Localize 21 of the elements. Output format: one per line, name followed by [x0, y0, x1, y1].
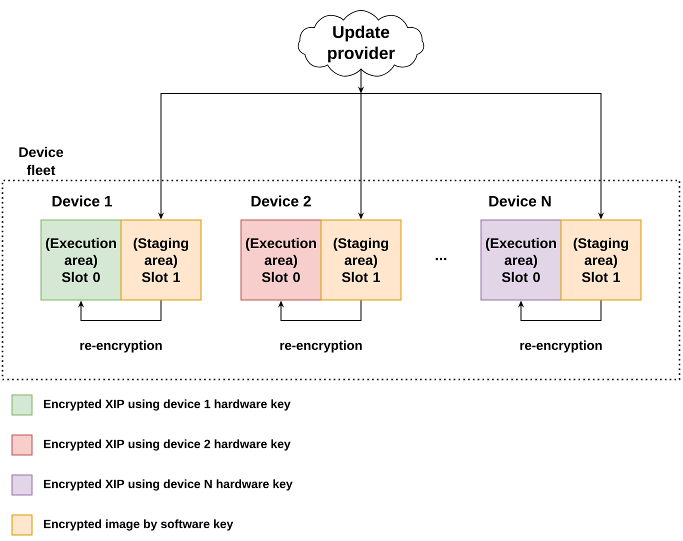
legend-text: Encrypted XIP using device 2 hardware key	[44, 439, 291, 451]
slot-box: (Execution area) Slot 0	[40, 220, 122, 300]
edge-label: re-encryption	[520, 340, 602, 353]
legend-text: Encrypted image by software key	[44, 519, 234, 531]
slot-box: (Staging area) Slot 1	[560, 220, 642, 300]
device-label: Device 1	[52, 196, 112, 206]
slot-box: (Staging area) Slot 1	[120, 220, 202, 300]
ellipsis: ...	[436, 258, 446, 260]
arrow	[278, 300, 362, 321]
slot-box: (Execution area) Slot 0	[240, 220, 322, 300]
arrow	[78, 300, 162, 321]
legend-text: Encrypted XIP using device N hardware key	[44, 479, 293, 491]
slot-box: (Staging area) Slot 1	[320, 220, 402, 300]
edge-label: re-encryption	[80, 340, 162, 353]
edge-label: re-encryption	[280, 340, 362, 353]
frame-heading: Device fleet	[19, 146, 64, 176]
legend-text: Encrypted XIP using device 1 hardware key	[44, 399, 291, 411]
device-label: Device N	[489, 196, 551, 206]
arrow	[518, 300, 602, 321]
slot-box: (Execution area) Slot 0	[480, 220, 562, 300]
device-label: Device 2	[252, 196, 311, 206]
